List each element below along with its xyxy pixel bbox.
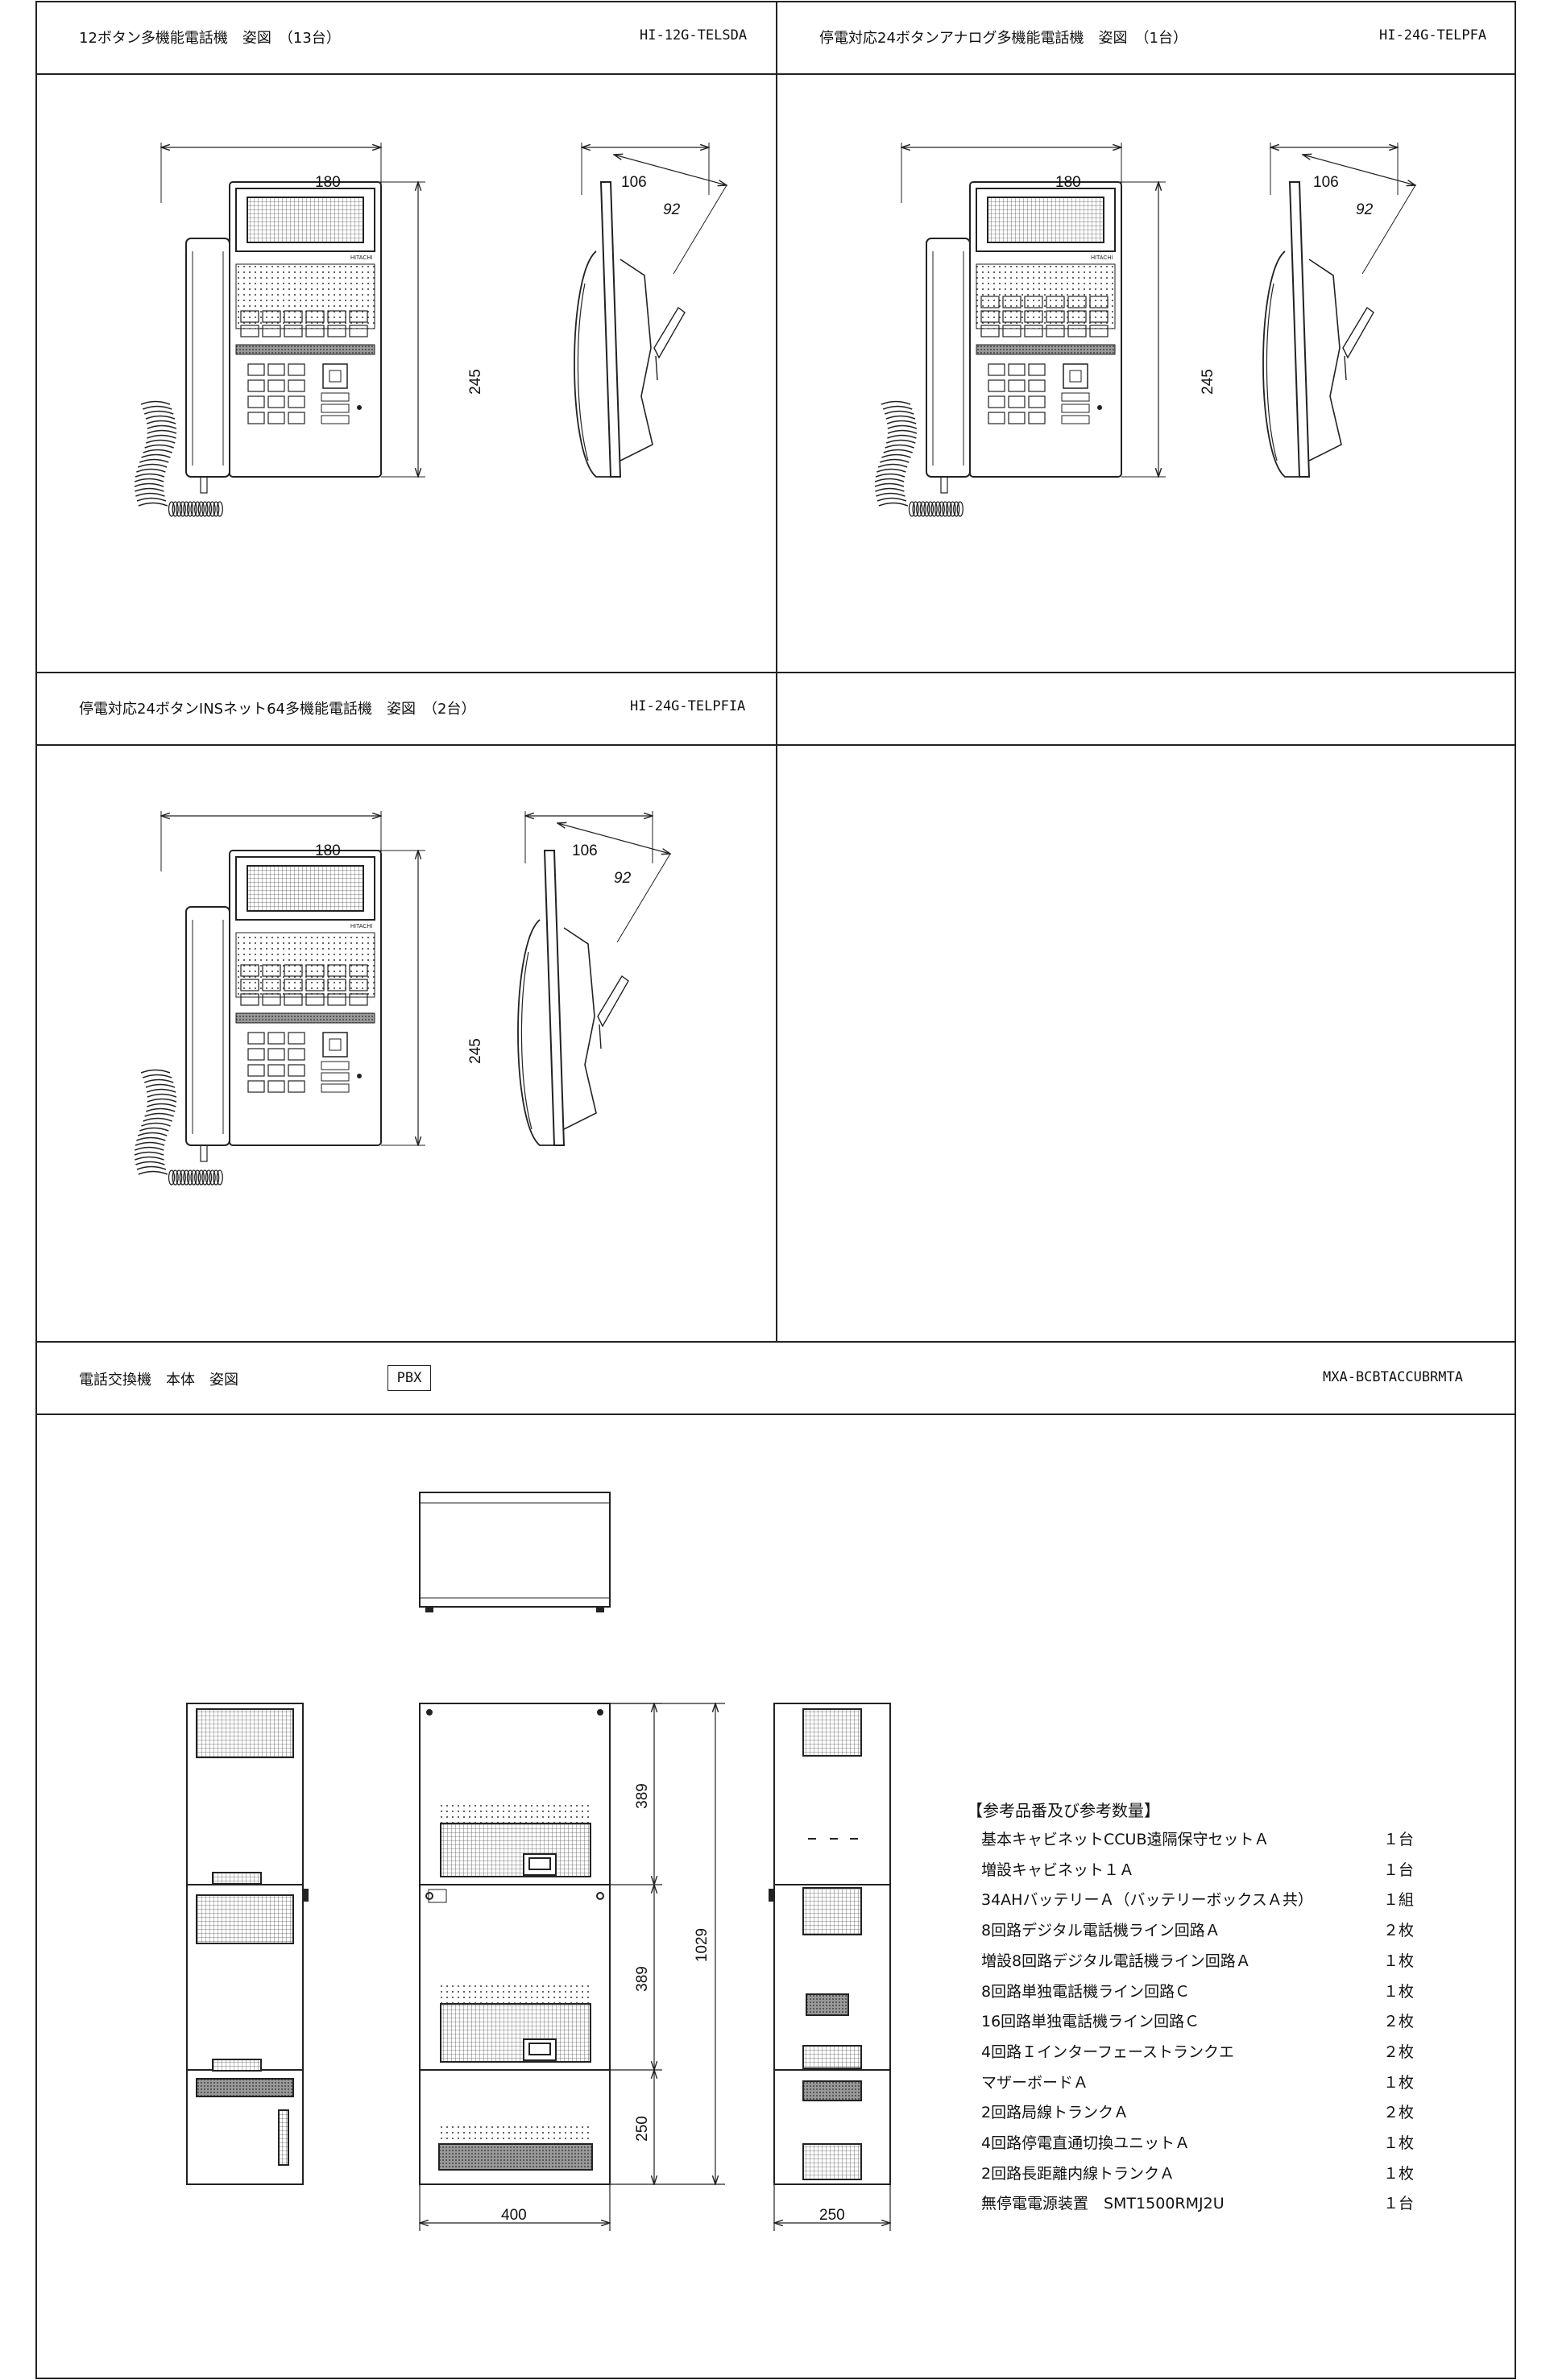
p1-width-dim: 180 <box>315 174 341 191</box>
reference-item-name: マザーボードＡ <box>981 2074 1089 2092</box>
reference-item-name: 無停電電源装置 SMT1500RMJ2U <box>981 2195 1225 2212</box>
reference-item-qty: １組 <box>1383 1891 1415 1909</box>
pbx-middle-dim: 389 <box>633 1966 651 1992</box>
p2-width-dim: 180 <box>1055 174 1081 191</box>
pbx-title: 電話交換機 本体 姿図 <box>79 1372 238 1389</box>
p3-width-dim: 180 <box>315 842 341 859</box>
reference-item-qty: ２枚 <box>1383 2104 1415 2121</box>
reference-item-qty: １枚 <box>1383 2074 1415 2092</box>
reference-title: 【参考品番及び参考数量】 <box>967 1801 1160 1820</box>
p3-depth-dim: 106 <box>572 842 598 859</box>
pbx-right-side-view <box>769 1703 891 2185</box>
p2-height-dim: 245 <box>1199 369 1216 395</box>
p3-slant-dim: 92 <box>614 870 632 887</box>
panel3-title: 停電対応24ボタンINSネット64多機能電話機 姿図 （2台） <box>79 701 476 718</box>
reference-item-qty: １台 <box>1383 1861 1415 1879</box>
pbx-depth-dim: 250 <box>819 2207 845 2224</box>
p3-height-dim: 245 <box>466 1038 484 1064</box>
reference-item-name: 4回路Ｉインターフェーストランクエ <box>981 2043 1234 2061</box>
pbx-top-view <box>419 1492 611 1612</box>
reference-item-qty: １枚 <box>1383 2165 1415 2183</box>
pbx-upper-dim: 389 <box>633 1783 651 1809</box>
reference-item-qty: ２枚 <box>1383 2043 1415 2061</box>
phone-drawing-24btn-ins: HITACHI <box>134 811 670 1186</box>
reference-item-qty: １台 <box>1383 1831 1415 1848</box>
p1-slant-dim: 92 <box>663 201 681 218</box>
pbx-total-dim: 1029 <box>694 1927 711 1963</box>
panel1-model: HI-12G-TELSDA <box>640 27 748 43</box>
brand-label: HITACHI <box>350 255 373 261</box>
panel2-title: 停電対応24ボタンアナログ多機能電話機 姿図 （1台） <box>819 30 1187 47</box>
reference-item-name: 8回路単独電話機ライン回路Ｃ <box>981 1983 1191 2001</box>
p2-slant-dim: 92 <box>1356 201 1374 218</box>
reference-item-qty: ２枚 <box>1383 2013 1415 2030</box>
reference-item-name: 16回路単独電話機ライン回路Ｃ <box>981 2013 1200 2030</box>
pbx-model: MXA-BCBTACCUBRMTA <box>1323 1369 1463 1385</box>
p1-height-dim: 245 <box>466 369 484 395</box>
reference-item-name: 増設キャビネット１Ａ <box>981 1861 1135 1879</box>
reference-item-qty: １台 <box>1383 2195 1415 2212</box>
reference-item-name: 2回路局線トランクＡ <box>981 2104 1129 2121</box>
reference-item-name: 基本キャビネットCCUB遠隔保守セットＡ <box>981 1831 1270 1848</box>
pbx-tag: PBX <box>387 1365 431 1391</box>
panel2-model: HI-24G-TELPFA <box>1379 27 1487 43</box>
reference-item-qty: ２枚 <box>1383 1922 1415 1939</box>
reference-item-name: 増設8回路デジタル電話機ライン回路Ａ <box>981 1952 1251 1970</box>
phone-drawing-12btn: HITACHI <box>134 143 727 517</box>
brand-label: HITACHI <box>350 924 373 929</box>
reference-item-name: 4回路停電直通切換ユニットＡ <box>981 2134 1191 2152</box>
phone-drawing-24btn-analog: HITACHI <box>874 143 1415 517</box>
pbx-lower-dim: 250 <box>633 2116 651 2142</box>
reference-item-name: 34AHバッテリーＡ（バッテリーボックスＡ共） <box>981 1891 1313 1909</box>
panel3-model: HI-24G-TELPFIA <box>630 698 746 714</box>
reference-item-name: 2回路長距離内線トランクＡ <box>981 2165 1175 2183</box>
pbx-width-dim: 400 <box>501 2207 527 2224</box>
pbx-dimension-lines <box>420 1703 890 2231</box>
pbx-left-side-view <box>186 1703 309 2185</box>
brand-label: HITACHI <box>1091 255 1113 261</box>
p2-depth-dim: 106 <box>1313 174 1339 191</box>
reference-item-qty: １枚 <box>1383 1952 1415 1970</box>
pbx-front-view <box>419 1703 611 2185</box>
sheet-frame <box>35 1 1516 2379</box>
p1-depth-dim: 106 <box>621 174 647 191</box>
reference-item-name: 8回路デジタル電話機ライン回路Ａ <box>981 1922 1220 1939</box>
panel1-title: 12ボタン多機能電話機 姿図 （13台） <box>79 30 341 47</box>
reference-item-qty: １枚 <box>1383 1983 1415 2001</box>
reference-item-qty: １枚 <box>1383 2134 1415 2152</box>
